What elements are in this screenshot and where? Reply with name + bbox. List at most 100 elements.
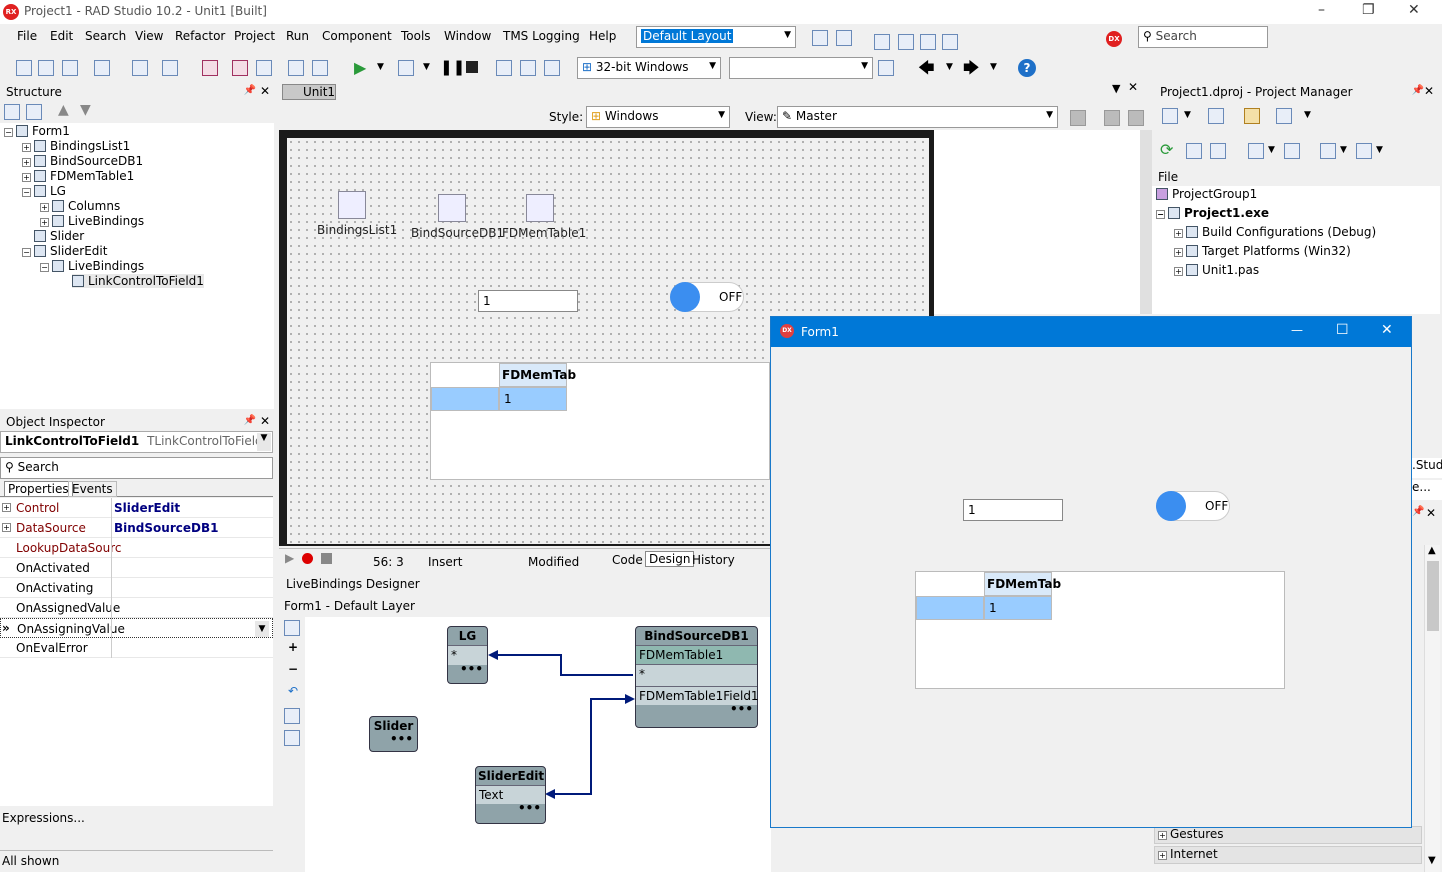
bindingslist-component-icon[interactable] (338, 191, 366, 219)
record-macro-icon[interactable] (302, 553, 313, 564)
mail-icon[interactable] (874, 34, 890, 50)
tree-item-lg[interactable]: −LG (22, 184, 66, 198)
device-icon[interactable] (1128, 110, 1144, 126)
folder-icon[interactable] (1244, 108, 1260, 124)
zoom-in-icon[interactable]: + (287, 640, 299, 654)
tab-unit1[interactable]: Unit1 (282, 84, 336, 100)
expressions-link[interactable]: Expressions... (2, 811, 85, 825)
undo-icon[interactable]: ↶ (287, 684, 299, 698)
new-unit-icon[interactable] (132, 60, 148, 76)
sync-icon[interactable]: ⟳ (1160, 140, 1174, 159)
play-macro-icon[interactable]: ▶ (285, 551, 295, 565)
menu-project[interactable]: Project (234, 29, 276, 43)
bindsource-component-icon[interactable] (438, 194, 466, 222)
arrow-up-icon[interactable]: ▲ (58, 102, 69, 118)
add-icon[interactable] (1208, 108, 1224, 124)
tree-item-livebindings-2[interactable]: −LiveBindings (40, 259, 145, 273)
lb-node-lg[interactable]: LG * ••• (447, 626, 488, 684)
open-icon[interactable] (38, 60, 54, 76)
lb-node-bindsourcedb1[interactable]: BindSourceDB1 FDMemTable1 * FDMemTable1F… (635, 626, 759, 728)
save-icon[interactable] (202, 60, 218, 76)
runtime-edit[interactable]: 1 (963, 499, 1063, 521)
run-options-dropdown-icon[interactable]: ▼ (423, 62, 430, 72)
chevron-down-icon[interactable]: ▼ (1184, 110, 1191, 120)
platform-combo[interactable]: ⊞ 32-bit Windows▼ (577, 57, 721, 79)
close-icon[interactable]: ✕ (1426, 506, 1437, 520)
menu-edit[interactable]: Edit (50, 29, 74, 43)
export-icon[interactable] (942, 34, 958, 50)
build-all-icon[interactable] (1356, 143, 1372, 159)
property-row-lookupdatasource[interactable]: LookupDataSourc (0, 538, 273, 558)
project-options-icon[interactable] (94, 60, 110, 76)
run-dropdown-icon[interactable]: ▼ (377, 62, 384, 72)
pin-icon[interactable]: 📌 (243, 85, 256, 96)
build-icon[interactable] (1284, 143, 1300, 159)
tree-item-slider[interactable]: Slider (34, 229, 84, 243)
menu-tools[interactable]: Tools (401, 29, 431, 43)
save-as-icon[interactable] (256, 60, 272, 76)
close-icon[interactable]: ✕ (1128, 80, 1139, 94)
runtime-toggle-switch[interactable]: OFF (1156, 491, 1230, 521)
menu-search[interactable]: Search (85, 29, 127, 43)
maximize-button[interactable]: ☐ (1336, 322, 1349, 338)
chat-icon[interactable] (920, 34, 936, 50)
tree-item-linkcontroltofield1[interactable]: LinkControlToField1 (72, 274, 204, 288)
design-edit[interactable]: 1 (478, 290, 578, 312)
calendar-icon[interactable] (898, 34, 914, 50)
sort-icon[interactable] (1248, 143, 1264, 159)
pin-icon[interactable]: 📌 (1412, 506, 1425, 517)
forward-arrow-icon[interactable]: 🡆 (963, 58, 980, 77)
chevron-down-icon[interactable]: ▼ (1376, 145, 1383, 155)
tree-item-target-platforms[interactable]: +Target Platforms (Win32) (1174, 244, 1351, 258)
view-combo[interactable]: ✎ Master▼ (777, 106, 1058, 128)
design-grid[interactable]: FDMemTab 1 (430, 362, 770, 480)
view-options-icon[interactable] (1070, 110, 1086, 126)
new-icon[interactable] (16, 60, 32, 76)
menu-window[interactable]: Window (444, 29, 492, 43)
lb-node-slider[interactable]: Slider ••• (369, 716, 418, 752)
grid-toggle-icon[interactable] (284, 620, 300, 636)
grid-cell[interactable]: 1 (984, 596, 1052, 620)
event-row-onassigningvalue[interactable]: »OnAssigningValue▼ (0, 618, 273, 638)
tab-properties[interactable]: Properties (4, 481, 73, 497)
expand-icon[interactable] (4, 104, 20, 120)
close-button[interactable]: ✕ (1381, 322, 1393, 338)
tree-item-slideredit[interactable]: −SliderEdit (22, 244, 108, 258)
expand-all-icon[interactable] (1186, 143, 1202, 159)
save-all-icon[interactable] (232, 60, 248, 76)
wizard-icon[interactable] (284, 730, 300, 746)
chevron-down-icon[interactable]: ▼ (1340, 145, 1347, 155)
config-combo[interactable]: ▼ (729, 57, 873, 79)
grid-header[interactable]: FDMemTab (984, 572, 1061, 596)
grid-header[interactable]: FDMemTab (499, 363, 576, 387)
object-inspector-search[interactable]: ⚲ Search (0, 457, 273, 479)
help-icon[interactable]: ? (1018, 59, 1036, 77)
fdmemtable-component-icon[interactable] (526, 194, 554, 222)
tree-item-bindingslist1[interactable]: +BindingsList1 (22, 139, 131, 153)
runtime-grid[interactable]: FDMemTab 1 (915, 571, 1285, 689)
collapse-icon[interactable] (26, 104, 42, 120)
back-dropdown-icon[interactable]: ▼ (946, 62, 953, 72)
event-row-onevalerror[interactable]: OnEvalError (0, 638, 273, 658)
tab-design[interactable]: Design (645, 551, 695, 567)
close-icon[interactable]: ✕ (259, 414, 270, 428)
view-mode-icon[interactable] (1276, 108, 1292, 124)
tab-events[interactable]: Events (68, 481, 117, 497)
step-over-icon[interactable] (520, 60, 536, 76)
close-button[interactable]: ✕ (1408, 2, 1420, 18)
zoom-out-icon[interactable]: − (287, 662, 299, 676)
pin-icon[interactable]: 📌 (1411, 85, 1424, 96)
chevron-down-icon[interactable]: ▼ (1112, 82, 1121, 95)
trace-into-icon[interactable] (496, 60, 512, 76)
run-without-debug-icon[interactable] (398, 60, 414, 76)
menu-component[interactable]: Component (322, 29, 392, 43)
event-row-onassignedvalue[interactable]: OnAssignedValue (0, 598, 273, 618)
ide-search-input[interactable]: ⚲ Search (1138, 26, 1268, 48)
lb-node-slideredit[interactable]: SliderEdit Text ••• (475, 766, 546, 824)
layout-combo[interactable]: Default Layout▼ (636, 26, 796, 48)
object-selector-combo[interactable]: LinkControlToField1 TLinkControlToField … (0, 431, 273, 453)
chevron-down-icon[interactable]: ▼ (1304, 110, 1311, 120)
back-arrow-icon[interactable]: 🡄 (918, 58, 935, 77)
add-to-project-icon[interactable] (288, 60, 304, 76)
